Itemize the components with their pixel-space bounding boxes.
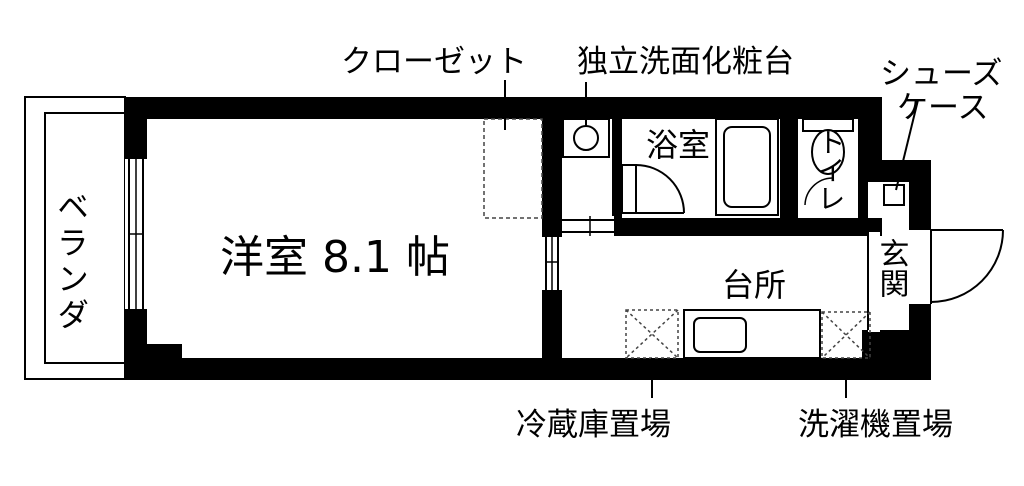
veranda <box>24 96 126 380</box>
fridge-space-label: 冷蔵庫置場 <box>516 407 671 443</box>
entrance-label: 玄関 <box>874 238 909 298</box>
toilet-label: トイレ <box>814 128 847 212</box>
kitchen-label: 台所 <box>722 266 786 304</box>
bathtub <box>715 118 779 216</box>
vanity-sliding-door <box>562 216 614 236</box>
washer-space-label: 洗濯機置場 <box>798 407 953 443</box>
bath-label: 浴室 <box>646 126 710 164</box>
bath-door <box>621 164 685 214</box>
shoe-case <box>867 184 905 332</box>
western-room-label: 洋室 8.1 帖 <box>220 232 450 283</box>
toilet <box>798 118 858 218</box>
interior-walls <box>542 97 882 380</box>
vanity-label: 独立洗面化粧台 <box>577 44 794 80</box>
kitchen-counter <box>683 309 821 359</box>
entrance-door <box>909 229 1004 304</box>
shoe-case-label-line1: シューズ <box>880 56 1002 92</box>
closet <box>483 118 543 219</box>
kitchen-sliding-door <box>542 237 562 290</box>
shoe-case-label-line2: ケース <box>897 90 988 126</box>
vanity-sink <box>562 118 610 158</box>
leader-lines <box>504 80 919 398</box>
fridge-space <box>625 309 679 359</box>
washer-space <box>821 311 871 359</box>
veranda-label: ベランダ <box>52 190 90 334</box>
closet-label: クローゼット <box>341 44 527 80</box>
veranda-window <box>125 157 147 311</box>
